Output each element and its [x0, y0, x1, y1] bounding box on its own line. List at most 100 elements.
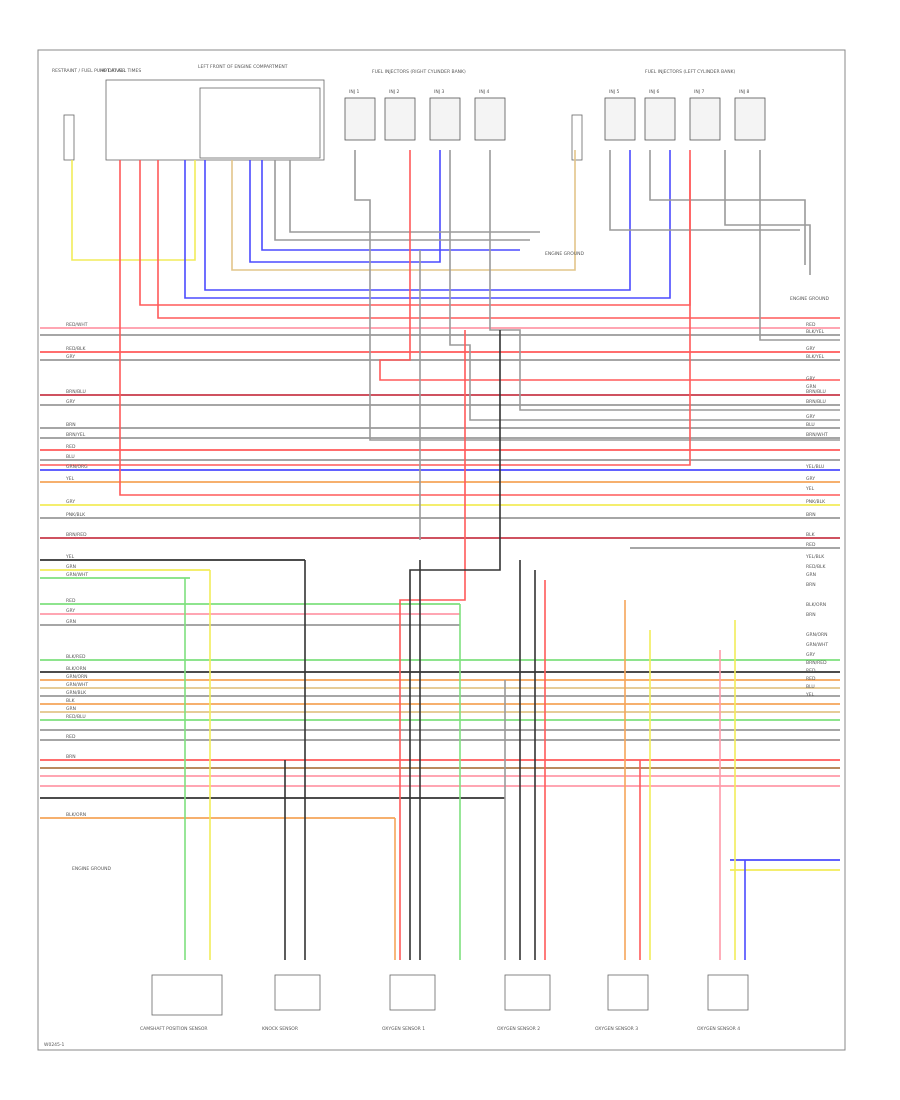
wire-label-right-2: GRY [806, 346, 815, 352]
route-wire-8 [261, 160, 520, 251]
wire-label-right-15: BRN [806, 512, 816, 518]
wire-label-right-22: BLK/ORN [806, 602, 826, 608]
wire-label-right-21: BRN [806, 582, 816, 588]
wire-label-right-24: GRN/ORN [806, 632, 828, 638]
wire-label-left-0: RED/WHT [66, 322, 88, 328]
wire-label-left-22: GRN/ORN [66, 674, 88, 680]
fuse-box-outline [105, 79, 325, 161]
route-wire-22 [409, 330, 501, 960]
caption-fuse-box: HOT AT ALL TIMES [100, 68, 141, 74]
wire-label-left-1: RED/BLK [66, 346, 87, 352]
wire-label-left-10: YEL [65, 476, 75, 482]
fuel-injector-label-3: INJ 3 [434, 89, 444, 95]
sensor-1-label: CAMSHAFT POSITION SENSOR [140, 1026, 208, 1032]
sensor-6-body [707, 974, 749, 1011]
wire-label-right-31: YEL [805, 692, 815, 698]
fuel-injector-label-2: INJ 2 [389, 89, 399, 95]
sensor-1-body [151, 974, 223, 1016]
wire-label-right-27: BRN/RED [806, 660, 827, 666]
fuel-injector-7 [689, 97, 721, 141]
sensor-4-label: OXYGEN SENSOR 2 [497, 1026, 540, 1032]
wire-label-right-13: YEL [805, 486, 815, 492]
relay-box-outline [199, 87, 321, 159]
wire-label-left-5: BRN [66, 422, 76, 428]
wire-label-right-19: RED/BLK [806, 564, 827, 570]
caption-injectors-right-bank: FUEL INJECTORS (RIGHT CYLINDER BANK) [372, 69, 466, 75]
wire-label-left-30: BLK/ORN [66, 812, 86, 818]
wire-label-right-29: RED [806, 676, 816, 682]
route-wire-14 [489, 150, 840, 411]
route-wire-1 [119, 160, 840, 496]
wire-label-left-16: GRN/WHT [66, 572, 88, 578]
left-wire-labels: RED/WHT RED/BLK GRY BRN/BLU GRY BRN BRN/YEL RED… [65, 322, 88, 818]
wire-label-left-25: BLK [66, 698, 76, 704]
wire-label-right-5: GRN [806, 384, 816, 390]
route-wire-17 [40, 150, 691, 466]
wire-label-right-10: BRN/WHT [806, 432, 828, 438]
ground-label-2: ENGINE GROUND [790, 296, 829, 302]
route-wire-9 [274, 160, 530, 241]
ground-label-1: ENGINE GROUND [545, 251, 584, 257]
caption-top-left: RESTRAINT / FUEL PUMP DRIVER [52, 68, 125, 74]
wire-label-left-20: BLK/RED [66, 654, 86, 660]
sensor-5-label: OXYGEN SENSOR 3 [595, 1026, 638, 1032]
route-wire-5 [204, 150, 631, 291]
fuel-injector-1 [344, 97, 376, 141]
sensor-3-body [389, 974, 436, 1011]
route-wire-4 [184, 150, 671, 299]
route-wire-21 [399, 330, 466, 960]
wire-label-right-11: YEL/BLU [805, 464, 824, 470]
route-wire-7 [249, 150, 441, 263]
sensor-3-label: OXYGEN SENSOR 1 [382, 1026, 425, 1032]
wire-label-left-2: GRY [66, 354, 75, 360]
wire-label-right-6: BRN/BLU [806, 389, 826, 395]
wire-label-left-3: BRN/BLU [66, 389, 86, 395]
wire-label-left-12: PNK/BLK [66, 512, 86, 518]
route-wire-0 [71, 160, 196, 261]
route-wire-3 [157, 160, 840, 319]
wire-label-right-30: BLU [806, 684, 815, 690]
sensor-4-body [504, 974, 551, 1011]
sensor-6-label: OXYGEN SENSOR 4 [697, 1026, 740, 1032]
wire-label-left-6: BRN/YEL [66, 432, 86, 438]
sensor-5-body [607, 974, 649, 1011]
left-fuse-holder [63, 114, 75, 161]
wire-label-right-18: YEL/BLK [805, 554, 825, 560]
wire-label-left-28: RED [66, 734, 76, 740]
route-wire-18 [724, 150, 811, 275]
route-wire-15 [609, 150, 800, 231]
wire-label-right-9: BLU [806, 422, 815, 428]
wire-label-left-4: GRY [66, 399, 75, 405]
wire-label-right-25: GRN/WHT [806, 642, 828, 648]
wire-label-right-26: GRY [806, 652, 815, 658]
wire-label-left-13: BRN/RED [66, 532, 87, 538]
route-wire-12 [379, 150, 840, 381]
route-wire-13 [449, 150, 840, 421]
fuel-injector-label-4: INJ 4 [479, 89, 489, 95]
caption-injectors-left-bank: FUEL INJECTORS (LEFT CYLINDER BANK) [645, 69, 736, 75]
sensor-2-body [274, 974, 321, 1011]
wire-label-left-27: RED/BLU [66, 714, 86, 720]
wire-label-left-9: GRN/ORG [66, 464, 88, 470]
route-wire-11 [354, 150, 840, 441]
wire-label-right-17: RED [806, 542, 816, 548]
wire-label-left-8: BLU [66, 454, 75, 460]
route-wire-6 [231, 150, 576, 271]
fuel-injector-2 [384, 97, 416, 141]
wire-label-right-16: BLK [806, 532, 816, 538]
wire-label-right-23: BRN [806, 612, 816, 618]
fuel-injector-8 [734, 97, 766, 141]
caption-control-unit: LEFT FRONT OF ENGINE COMPARTMENT [198, 64, 288, 70]
fuel-injector-label-1: INJ 1 [349, 89, 359, 95]
fuel-injector-label-7: INJ 7 [694, 89, 704, 95]
right-fuse-holder [571, 114, 583, 161]
fuel-injector-5 [604, 97, 636, 141]
wire-label-left-18: GRY [66, 608, 75, 614]
diagram-frame [37, 49, 846, 1051]
wire-label-left-15: GRN [66, 564, 76, 570]
wire-label-left-11: GRY [66, 499, 75, 505]
wire-label-left-19: GRN [66, 619, 76, 625]
wire-label-right-28: RED [806, 668, 816, 674]
